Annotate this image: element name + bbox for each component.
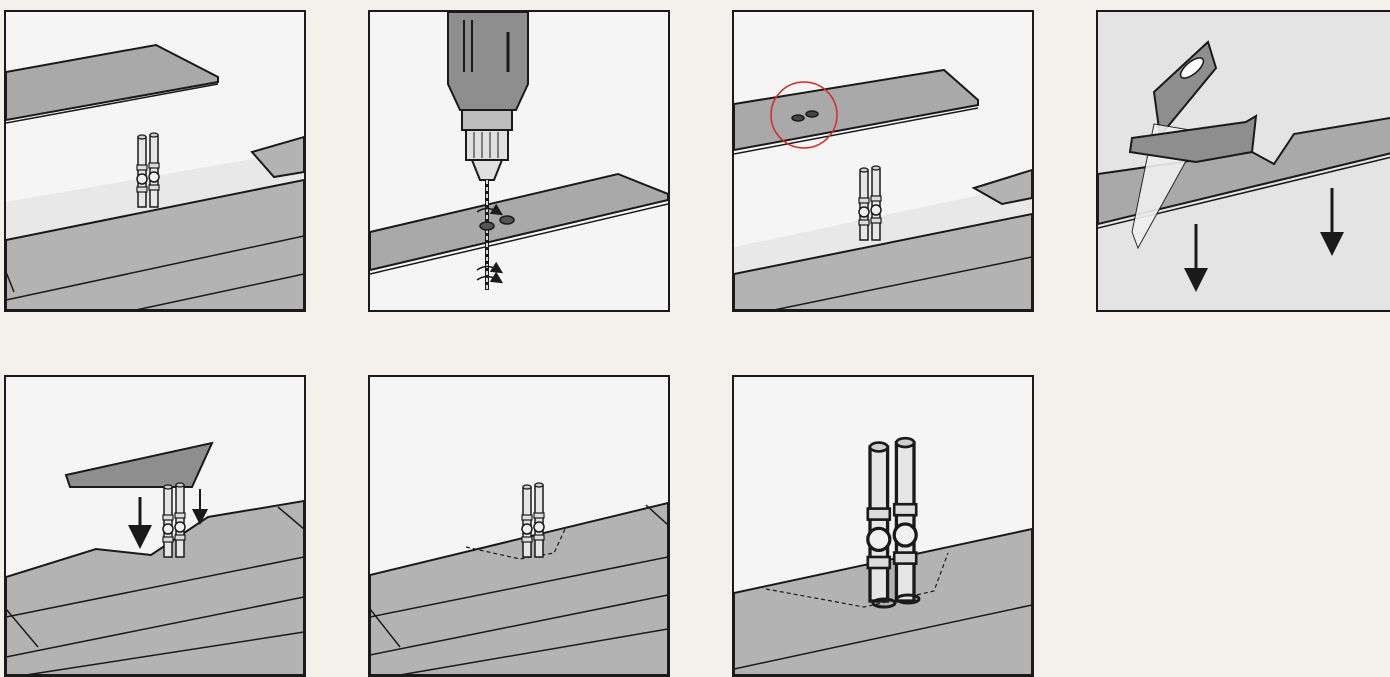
laminate-board [734,70,978,150]
board-hole [792,115,804,121]
step-2-panel [368,10,670,312]
step-1-panel [4,10,306,312]
cut-board-piece [1130,116,1256,162]
step-2-illustration [370,12,668,310]
board-hole [480,222,494,230]
drill [448,12,528,180]
step-1-illustration [6,12,304,310]
rotation-arrow-icon [477,261,504,274]
step-7-panel [732,375,1034,677]
step-3-illustration [734,12,1032,310]
board-hole [500,216,514,224]
step-7-illustration [734,436,1032,675]
step-5-illustration [6,377,304,675]
step-4-panel [1096,10,1390,312]
rotation-arrow-icon [477,271,504,284]
floor-planks [370,503,668,675]
step-6-illustration [370,482,668,675]
board-hole [806,111,818,117]
floor-planks [6,180,304,310]
laminate-board [370,174,668,270]
step-3-panel [732,10,1034,312]
step-4-illustration [1098,12,1390,310]
step-6-panel [368,375,670,677]
floor-planks [734,214,1032,310]
laminate-board [6,45,218,120]
step-5-panel [4,375,306,677]
rotation-arrow-icon [477,203,504,216]
floor-planks [6,501,304,675]
cut-board-piece [66,443,212,487]
highlight-circle [771,82,837,148]
